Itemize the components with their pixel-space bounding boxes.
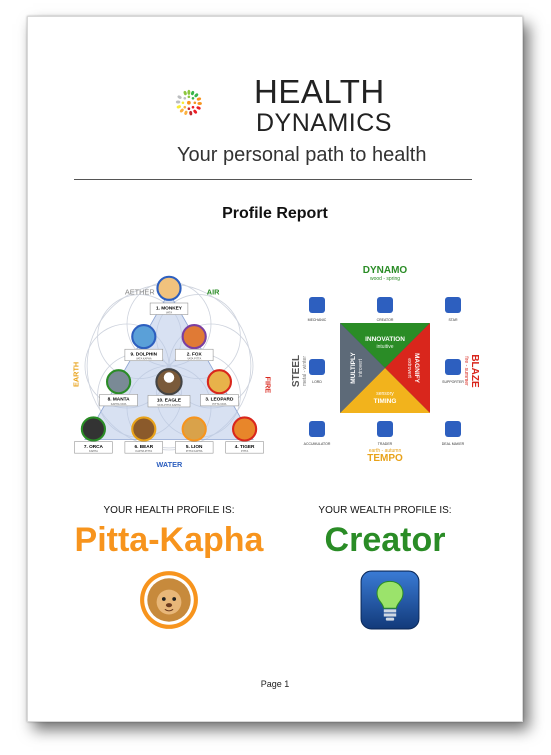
svg-text:KAPHA PITTA: KAPHA PITTA <box>135 449 152 453</box>
tempo-title: TEMPO <box>367 453 403 464</box>
brand-name-line1: HEALTH <box>254 73 385 110</box>
profile-accumulator: ACCUMULATOR <box>304 421 331 446</box>
svg-text:PITTA VATA: PITTA VATA <box>212 402 226 406</box>
creator-bulb-icon <box>360 570 420 630</box>
svg-text:PITTA KAPHA: PITTA KAPHA <box>186 449 203 453</box>
svg-text:6. BEAR: 6. BEAR <box>134 444 153 450</box>
svg-text:VATA PITTA: VATA PITTA <box>187 357 201 361</box>
wealth-profile-label: YOUR WEALTH PROFILE IS: <box>318 505 452 516</box>
animal-fox: 2. FOX VATA PITTA <box>175 324 214 362</box>
svg-text:KAPHA: KAPHA <box>89 449 98 453</box>
element-air: AIR <box>207 288 220 297</box>
svg-text:10. EAGLE: 10. EAGLE <box>157 398 181 404</box>
animal-tiger: 4. TIGER PITTA <box>225 416 264 454</box>
svg-text:VATA PITTA KAPHA: VATA PITTA KAPHA <box>157 403 181 407</box>
animal-bear: 6. BEAR KAPHA PITTA <box>124 416 163 454</box>
blaze-sub: fire - summer <box>463 356 469 386</box>
svg-text:STAR: STAR <box>448 318 458 322</box>
animal-eagle: 10. EAGLE VATA PITTA KAPHA <box>147 368 191 408</box>
svg-text:5. LION: 5. LION <box>186 444 203 450</box>
profile-star: STAR <box>445 297 461 322</box>
wealth-dynamics-diagram: DYNAMO wood - spring TEMPO earth - autum… <box>291 265 480 464</box>
svg-text:MULTIPLY: MULTIPLY <box>350 352 357 384</box>
svg-text:MAGNIFY: MAGNIFY <box>413 353 420 384</box>
svg-text:3. LEOPARD: 3. LEOPARD <box>205 397 234 403</box>
page-number: Page 1 <box>260 679 290 689</box>
svg-text:8. MANTA: 8. MANTA <box>108 397 131 403</box>
animal-leopard: 3. LEOPARD PITTA VATA <box>200 369 239 407</box>
svg-text:KAPHA VATA: KAPHA VATA <box>111 402 127 406</box>
svg-text:DEAL MAKER: DEAL MAKER <box>442 442 465 446</box>
element-earth: EARTH <box>72 362 81 387</box>
profile-trader: TRADER <box>377 421 393 446</box>
profile-lord: LORD <box>309 359 325 384</box>
divider <box>74 179 472 180</box>
svg-text:TRADER: TRADER <box>378 442 393 446</box>
svg-text:MECHANIC: MECHANIC <box>308 318 327 322</box>
profile-deal-maker: DEAL MAKER <box>442 421 465 446</box>
wealth-profile-value: Creator <box>324 521 446 559</box>
health-dynamics-logo <box>175 89 202 116</box>
svg-text:ACCUMULATOR: ACCUMULATOR <box>304 442 331 446</box>
svg-text:2. FOX: 2. FOX <box>187 352 203 358</box>
tagline: Your personal path to health <box>177 144 427 166</box>
svg-text:introvert: introvert <box>358 358 364 377</box>
svg-text:PITTA: PITTA <box>241 449 248 453</box>
animal-manta: 8. MANTA KAPHA VATA <box>99 369 138 407</box>
svg-text:TIMING: TIMING <box>374 398 397 405</box>
svg-text:INNOVATION: INNOVATION <box>365 336 405 343</box>
health-profile-value: Pitta-Kapha <box>74 521 264 559</box>
blaze-title: BLAZE <box>469 354 480 388</box>
svg-text:7. ORCA: 7. ORCA <box>84 444 104 450</box>
lion-icon <box>140 571 198 629</box>
svg-text:extrovert: extrovert <box>406 358 412 378</box>
animal-orca: 7. ORCA KAPHA <box>74 416 113 454</box>
brand-name-line2: DYNAMICS <box>256 109 392 137</box>
svg-text:9. DOLPHIN: 9. DOLPHIN <box>131 352 158 358</box>
svg-text:VATA KAPHA: VATA KAPHA <box>136 357 152 361</box>
dynamo-sub: wood - spring <box>370 276 400 282</box>
svg-text:LORD: LORD <box>312 380 322 384</box>
element-water: WATER <box>156 460 183 469</box>
element-fire: FIRE <box>264 377 273 394</box>
animal-dolphin: 9. DOLPHIN VATA KAPHA <box>124 324 163 362</box>
report-title: Profile Report <box>222 205 328 222</box>
health-profile-label: YOUR HEALTH PROFILE IS: <box>103 505 235 516</box>
svg-text:sensory: sensory <box>376 391 394 397</box>
svg-text:1. MONKEY: 1. MONKEY <box>156 305 183 311</box>
svg-text:CREATOR: CREATOR <box>377 318 394 322</box>
dynamo-title: DYNAMO <box>363 265 408 276</box>
svg-text:4. TIGER: 4. TIGER <box>235 444 255 450</box>
element-aether: AETHER <box>125 288 155 297</box>
svg-text:intuitive: intuitive <box>377 344 394 350</box>
steel-title: STEEL <box>291 355 302 387</box>
report-page: HEALTH DYNAMICS Your personal path to he… <box>27 16 523 722</box>
animal-lion: 5. LION PITTA KAPHA <box>175 416 214 454</box>
health-element-diagram: AETHER AIR EARTH FIRE WATER 1. MONKEY VA… <box>72 275 273 469</box>
profile-mechanic: MECHANIC <box>308 297 327 322</box>
svg-text:VATA: VATA <box>166 311 172 315</box>
profile-supporter: SUPPORTER <box>442 359 464 384</box>
svg-text:SUPPORTER: SUPPORTER <box>442 380 464 384</box>
profile-creator: CREATOR <box>377 297 394 322</box>
steel-sub: metal - winter <box>302 356 308 386</box>
tempo-sub: earth - autumn <box>369 448 402 454</box>
animal-monkey: 1. MONKEY VATA <box>149 275 189 315</box>
